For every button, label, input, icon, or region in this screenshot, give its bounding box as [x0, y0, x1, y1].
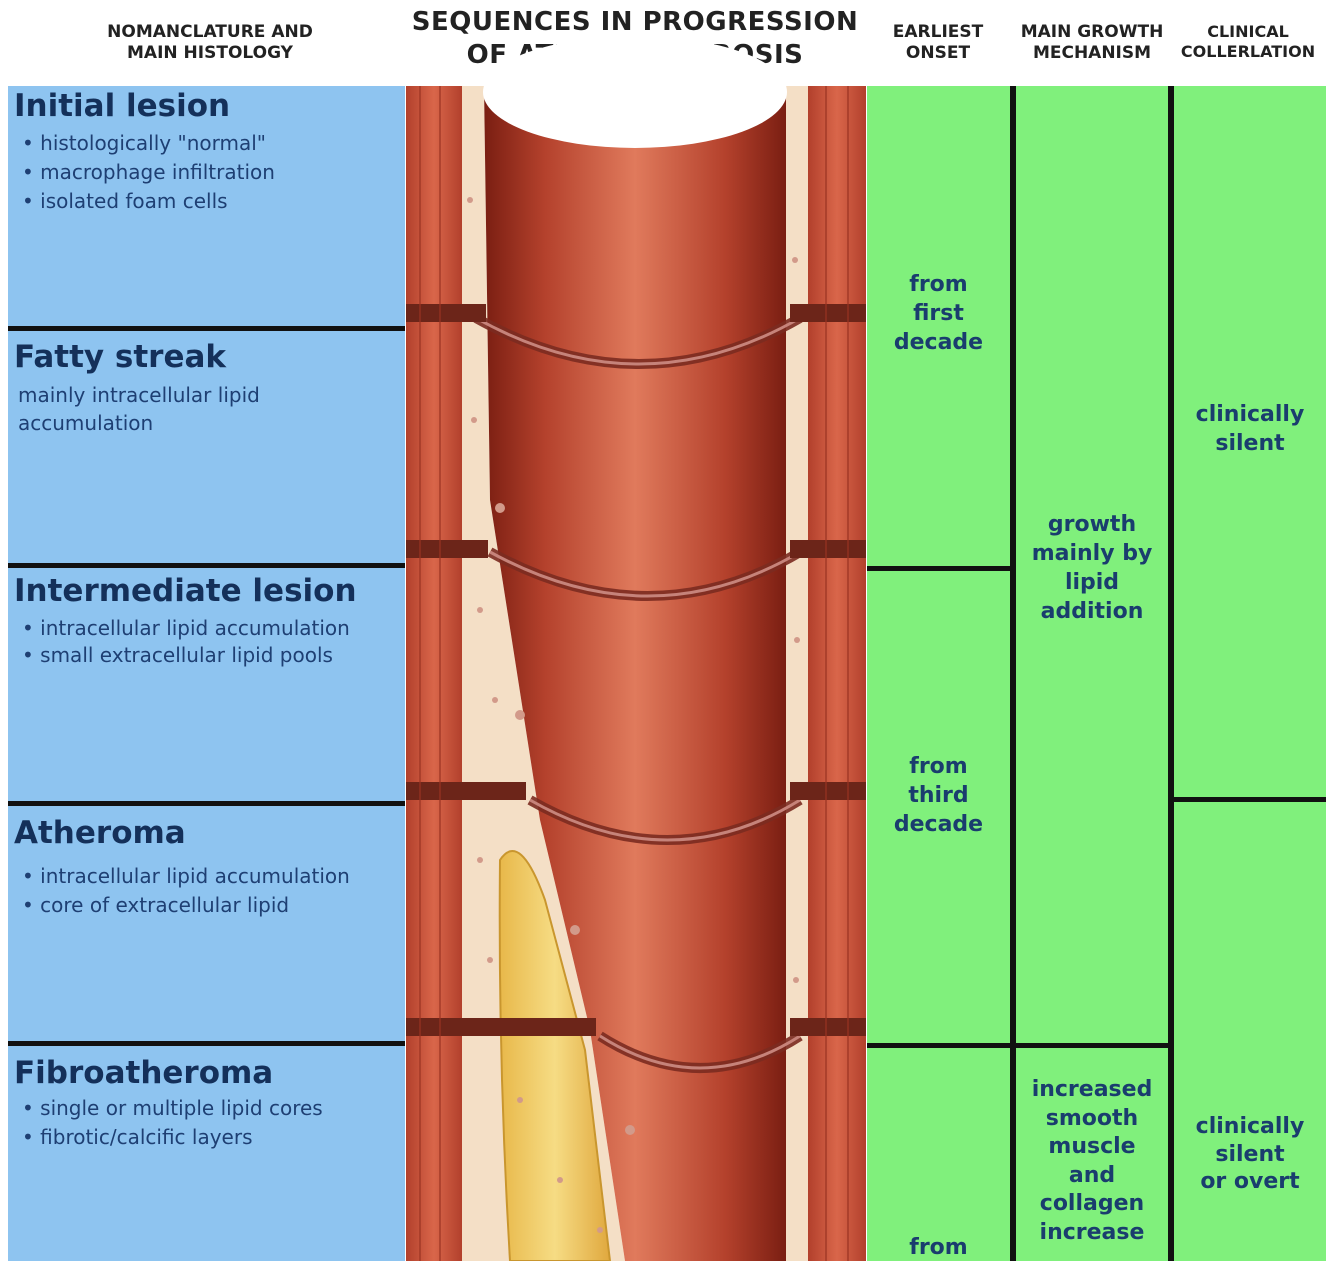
- growth-divider: [1016, 1043, 1168, 1048]
- onset-third-decade: from third decade: [867, 752, 1010, 839]
- clinical-silent: clinically silent: [1174, 400, 1326, 458]
- clinical-divider: [1174, 797, 1326, 802]
- artery-wall-right: [808, 86, 866, 1261]
- column-divider: [1168, 86, 1174, 1261]
- growth-smooth-muscle: increased smooth muscle and collagen inc…: [1016, 1076, 1168, 1248]
- onset-divider: [867, 1043, 1010, 1048]
- onset-divider: [867, 566, 1010, 571]
- artery-wall-left: [406, 86, 462, 1261]
- growth-lipid-addition: growth mainly by lipid addition: [1016, 510, 1168, 626]
- intima-right: [786, 86, 808, 1261]
- clinical-silent-or-overt: clinically silent or overt: [1174, 1113, 1326, 1196]
- onset-first-decade: from first decade: [867, 270, 1010, 357]
- onset-fourth-decade: from: [867, 1233, 1010, 1262]
- lumen-opening: [483, 36, 787, 148]
